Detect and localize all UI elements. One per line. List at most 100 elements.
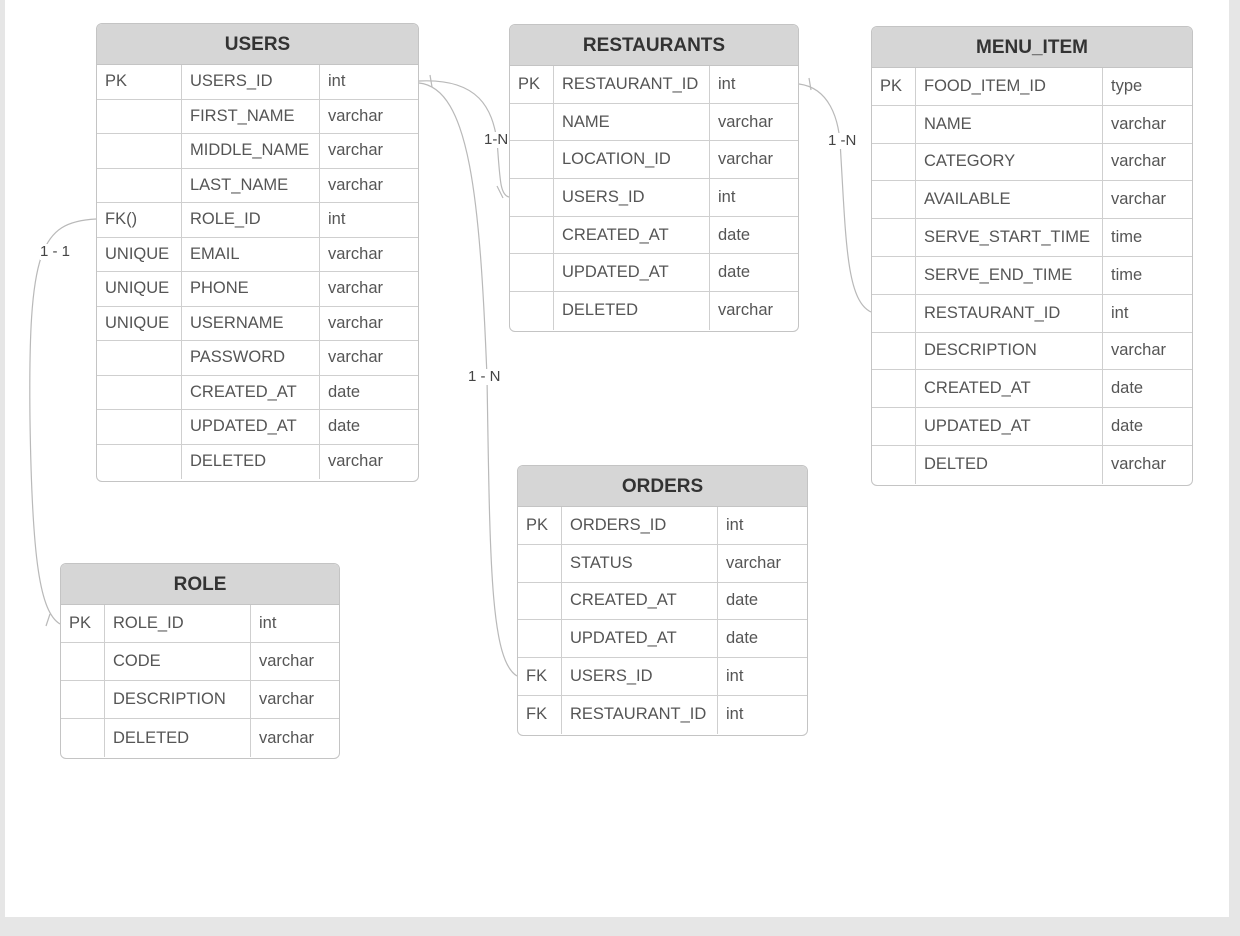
field-key: [872, 295, 915, 332]
field-type: time: [1102, 256, 1192, 294]
field-key: PK: [105, 72, 128, 91]
field-name: UPDATED_AT: [181, 410, 319, 444]
field-name: USERS_ID: [181, 65, 319, 99]
field-type: varchar: [1102, 445, 1192, 484]
field-key: FK: [526, 705, 548, 724]
field-name: PASSWORD: [181, 341, 319, 375]
field-name: UPDATED_AT: [553, 254, 709, 292]
field-key: PK: [69, 614, 92, 632]
field-name: DELTED: [915, 445, 1102, 484]
field-type: int: [717, 695, 807, 734]
field-type: varchar: [319, 168, 418, 202]
relationship-label-users-orders: 1 - N: [468, 368, 501, 385]
field-name: CREATED_AT: [181, 375, 319, 409]
field-name: UPDATED_AT: [561, 620, 717, 658]
field-key: PK: [526, 515, 549, 534]
field-name: ROLE_ID: [181, 203, 319, 237]
field-name: SERVE_START_TIME: [915, 219, 1102, 256]
field-key: [510, 217, 553, 254]
field-name: DELETED: [104, 719, 250, 757]
field-type: varchar: [709, 292, 798, 330]
field-key: [510, 179, 553, 216]
field-key: [97, 445, 181, 480]
field-key: [518, 583, 561, 620]
entity-title: MENU_ITEM: [872, 27, 1192, 68]
field-key: [872, 370, 915, 407]
field-name: LAST_NAME: [181, 168, 319, 202]
field-name: CREATED_AT: [553, 216, 709, 254]
field-name: CATEGORY: [915, 143, 1102, 181]
field-name: UPDATED_AT: [915, 408, 1102, 445]
field-name: STATUS: [561, 544, 717, 582]
field-type: varchar: [709, 141, 798, 179]
field-type: date: [709, 216, 798, 254]
field-key: [872, 181, 915, 218]
field-name: NAME: [553, 103, 709, 141]
field-key: PK: [518, 74, 541, 93]
field-type: date: [1102, 370, 1192, 408]
field-name: AVAILABLE: [915, 181, 1102, 219]
field-type: varchar: [319, 444, 418, 479]
field-type: int: [250, 605, 339, 642]
field-name: DELETED: [553, 292, 709, 330]
field-type: date: [717, 620, 807, 658]
field-key: FK(): [105, 210, 138, 229]
entity-title: ROLE: [61, 564, 339, 605]
field-key: [97, 134, 181, 168]
field-key: [518, 620, 561, 657]
field-key: [61, 681, 104, 718]
field-key: [872, 257, 915, 294]
field-type: type: [1102, 68, 1192, 105]
entity-title: ORDERS: [518, 466, 807, 507]
field-type: varchar: [319, 237, 418, 271]
field-name: EMAIL: [181, 237, 319, 271]
